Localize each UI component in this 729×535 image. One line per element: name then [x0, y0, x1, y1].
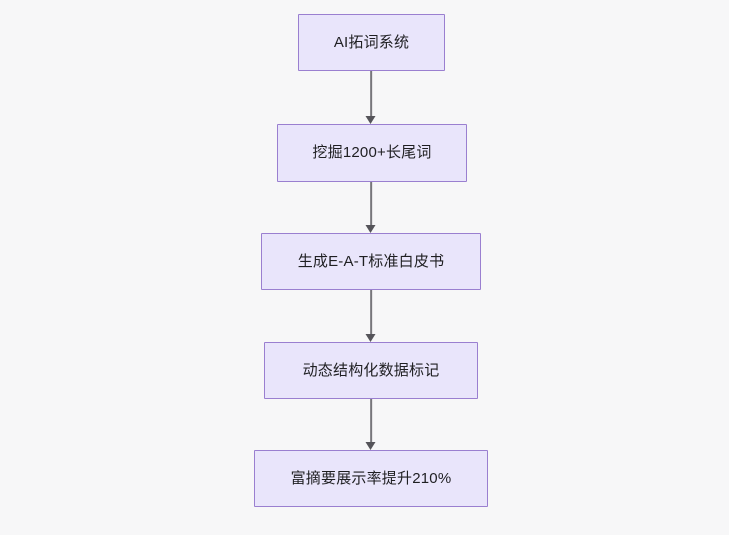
- arrowhead-icon: [365, 333, 376, 342]
- flow-node-label: 生成E-A-T标准白皮书: [297, 252, 445, 270]
- arrowhead-icon: [365, 115, 376, 124]
- edge-line: [370, 290, 372, 335]
- flow-node-n2[interactable]: 挖掘1200+长尾词: [277, 124, 467, 182]
- flow-node-n3[interactable]: 生成E-A-T标准白皮书: [261, 233, 481, 290]
- edge-line: [370, 71, 372, 117]
- flow-node-label: AI拓词系统: [333, 33, 410, 51]
- flow-node-label: 动态结构化数据标记: [302, 361, 440, 379]
- arrowhead-icon: [365, 441, 376, 450]
- edge-line: [370, 182, 372, 226]
- flow-node-label: 富摘要展示率提升210%: [290, 469, 452, 487]
- flow-node-n4[interactable]: 动态结构化数据标记: [264, 342, 478, 399]
- arrowhead-icon: [365, 224, 376, 233]
- flow-node-label: 挖掘1200+长尾词: [312, 144, 432, 161]
- edge-line: [370, 399, 372, 443]
- flow-node-n5[interactable]: 富摘要展示率提升210%: [254, 450, 488, 507]
- flow-node-n1[interactable]: AI拓词系统: [298, 14, 445, 71]
